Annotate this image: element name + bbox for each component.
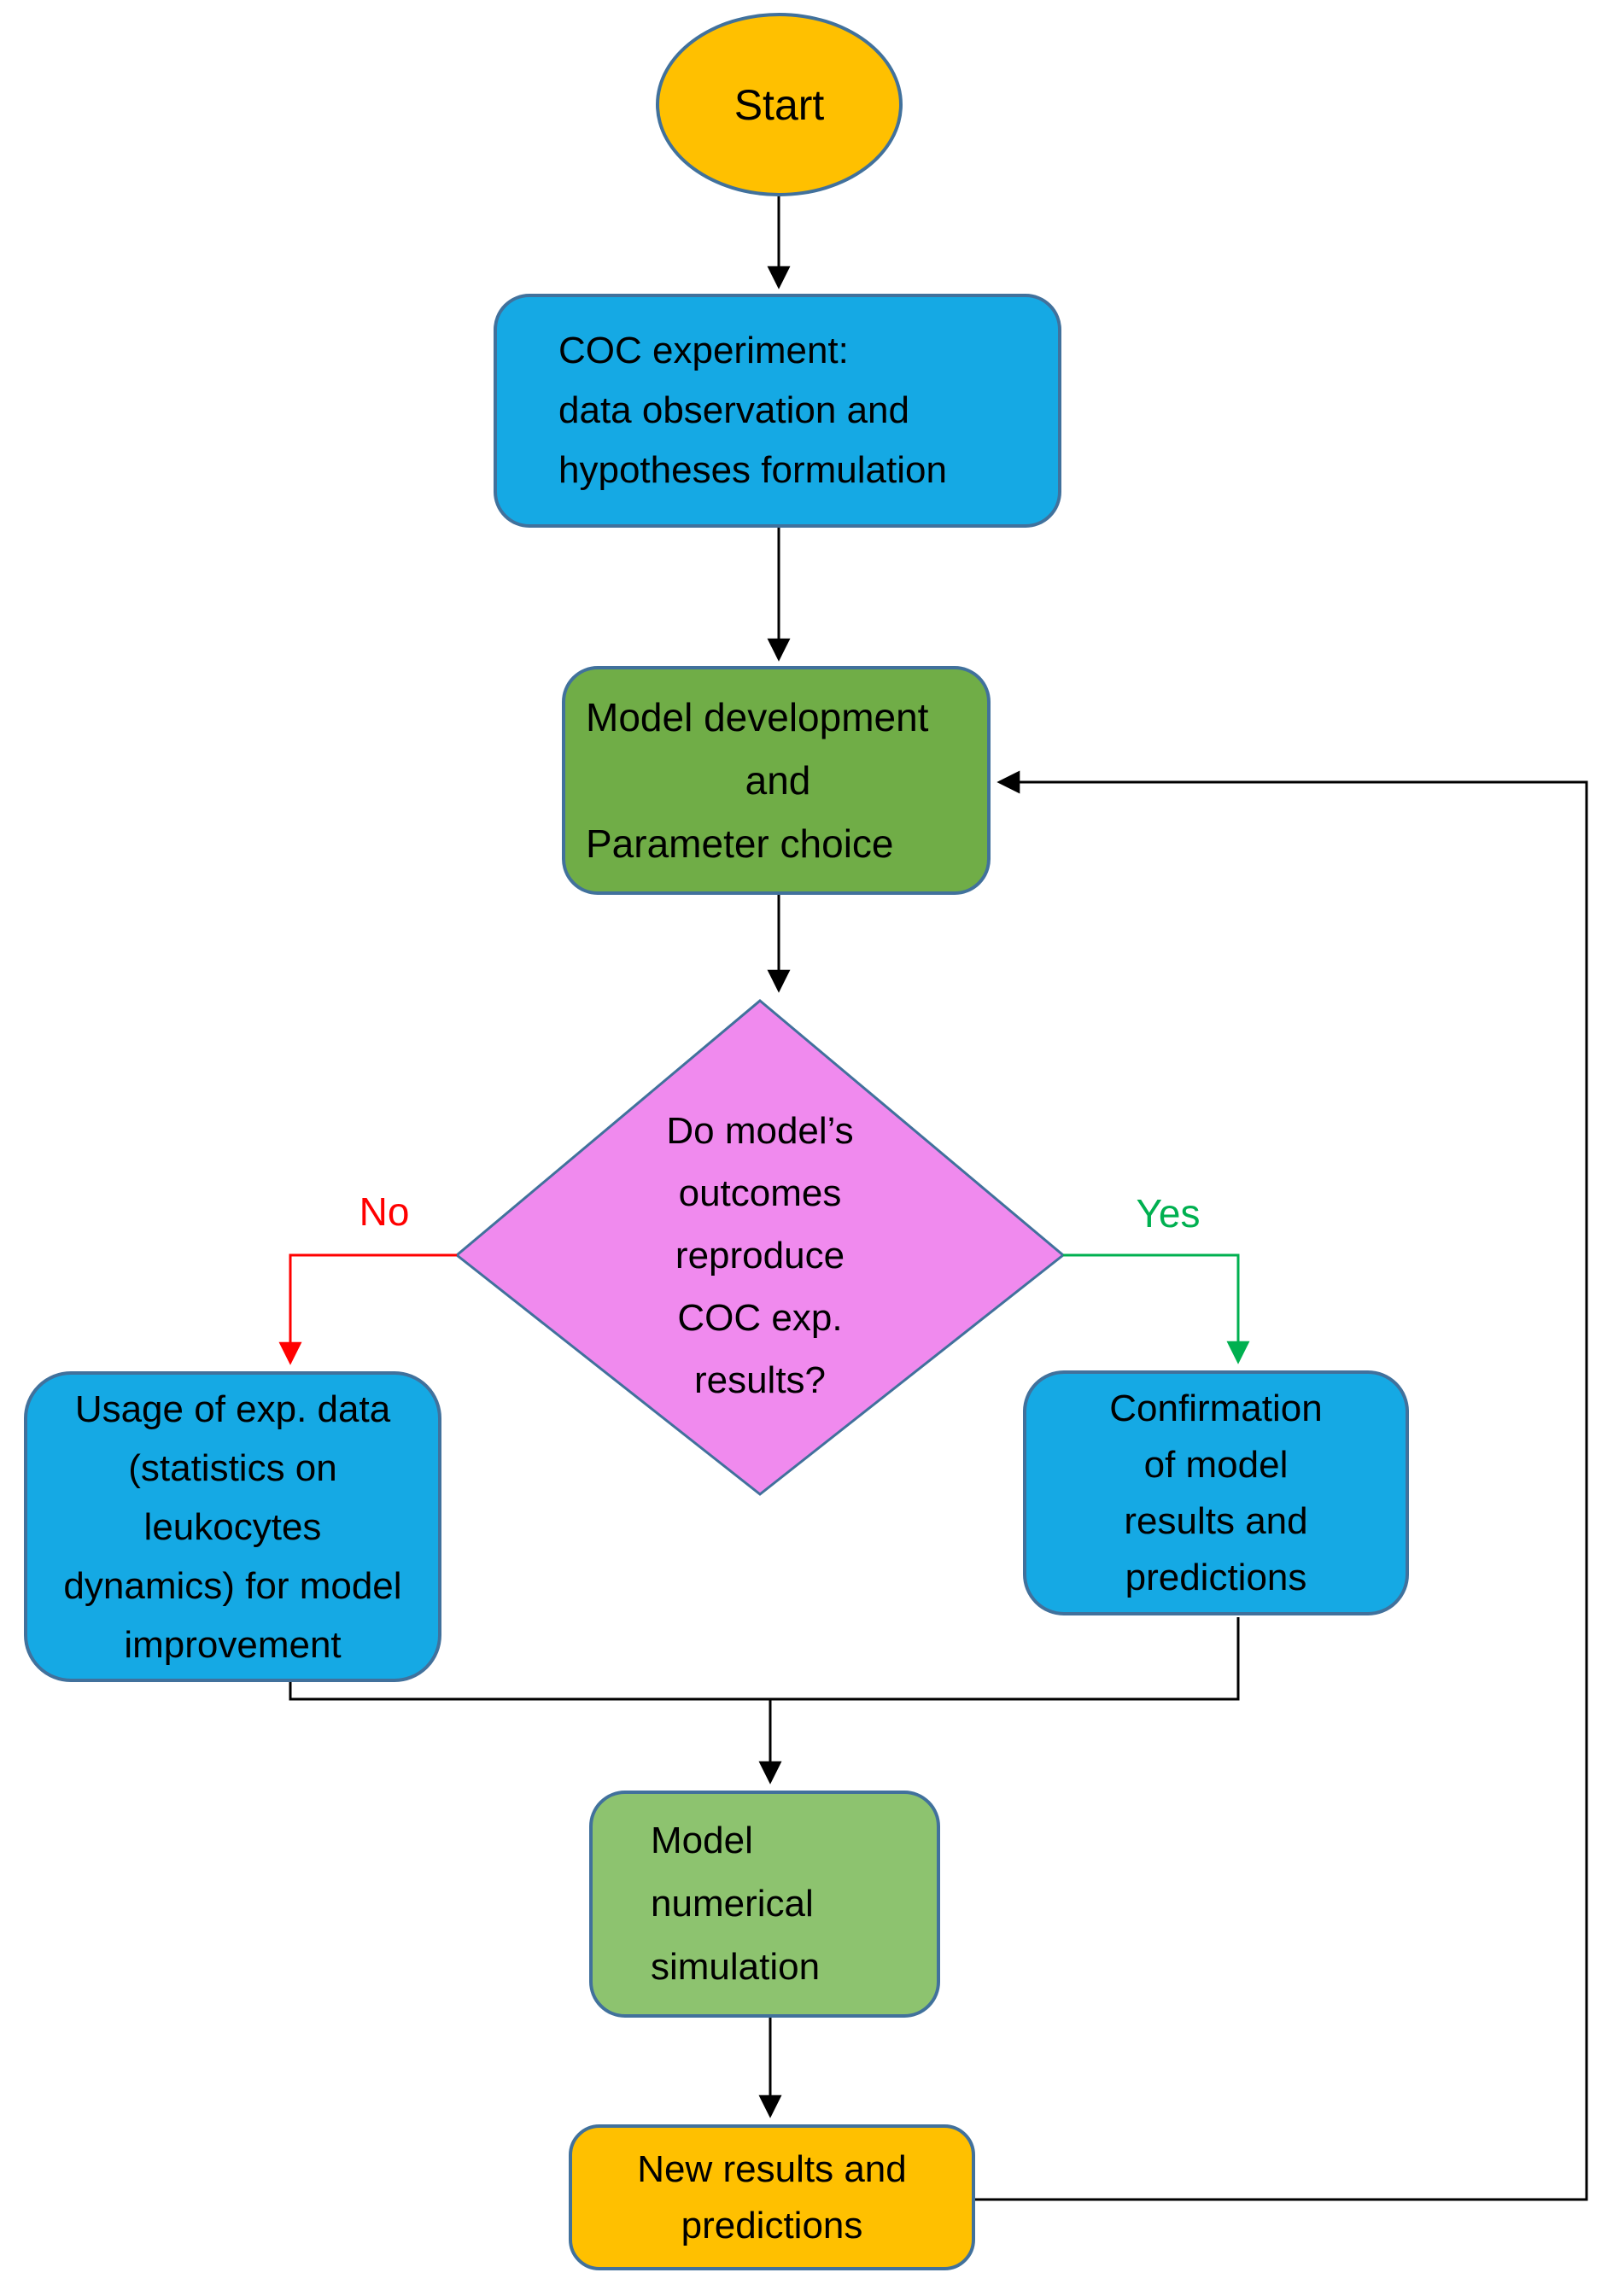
model-development-line: and <box>745 758 811 803</box>
model-development-line: Parameter choice <box>586 821 894 866</box>
decision-line: results? <box>693 1358 827 1401</box>
decision-diamond <box>454 999 1066 1496</box>
confirmation-line: of model <box>1143 1443 1289 1486</box>
new-results-node: New results and predictions <box>569 2124 975 2270</box>
decision-line: outcomes <box>678 1171 842 1214</box>
coc-experiment-line: hypotheses formulation <box>558 449 947 491</box>
usage-exp-data-line: dynamics) for model <box>63 1564 402 1607</box>
usage-exp-data-line: improvement <box>124 1623 342 1666</box>
edge-merge-connector <box>289 1617 1240 1701</box>
edge-no-to-usage <box>278 1253 457 1365</box>
decision-line: COC exp. <box>677 1296 843 1339</box>
confirmation-line: predictions <box>1125 1556 1307 1598</box>
confirmation-line: results and <box>1124 1499 1308 1542</box>
yes-edge-label: Yes <box>1136 1191 1201 1236</box>
coc-experiment-line: COC experiment: <box>558 330 849 371</box>
coc-experiment-line: data observation and <box>558 389 909 431</box>
coc-experiment-node: COC experiment: data observation and hyp… <box>494 294 1061 528</box>
start-label: Start <box>734 80 825 129</box>
decision-line: Do model’s <box>666 1109 854 1152</box>
start-node: Start <box>656 13 903 196</box>
numerical-simulation-line: Model <box>651 1820 753 1861</box>
edge-yes-to-confirmation <box>1063 1253 1250 1364</box>
numerical-simulation-line: simulation <box>651 1946 821 1988</box>
new-results-line: New results and <box>637 2147 907 2190</box>
model-development-line: Model development <box>586 695 929 739</box>
numerical-simulation-node: Model numerical simulation <box>589 1791 940 2018</box>
decision-line: reproduce <box>675 1234 845 1277</box>
usage-exp-data-node: Usage of exp. data (statistics on leukoc… <box>24 1371 441 1682</box>
usage-exp-data-line: leukocytes <box>143 1505 322 1548</box>
confirmation-line: Confirmation <box>1109 1387 1323 1429</box>
numerical-simulation-line: numerical <box>651 1883 814 1925</box>
confirmation-node: Confirmation of model results and predic… <box>1023 1370 1409 1615</box>
usage-exp-data-line: Usage of exp. data <box>74 1388 391 1430</box>
decision-text: Do model’s outcomes reproduce COC exp. r… <box>555 1100 965 1411</box>
usage-exp-data-line: (statistics on <box>128 1446 337 1489</box>
model-development-node: Model development and Parameter choice <box>562 666 991 895</box>
edge-feedback-to-modeldev <box>975 770 1588 2201</box>
no-edge-label: No <box>359 1189 410 1234</box>
new-results-line: predictions <box>681 2204 863 2246</box>
